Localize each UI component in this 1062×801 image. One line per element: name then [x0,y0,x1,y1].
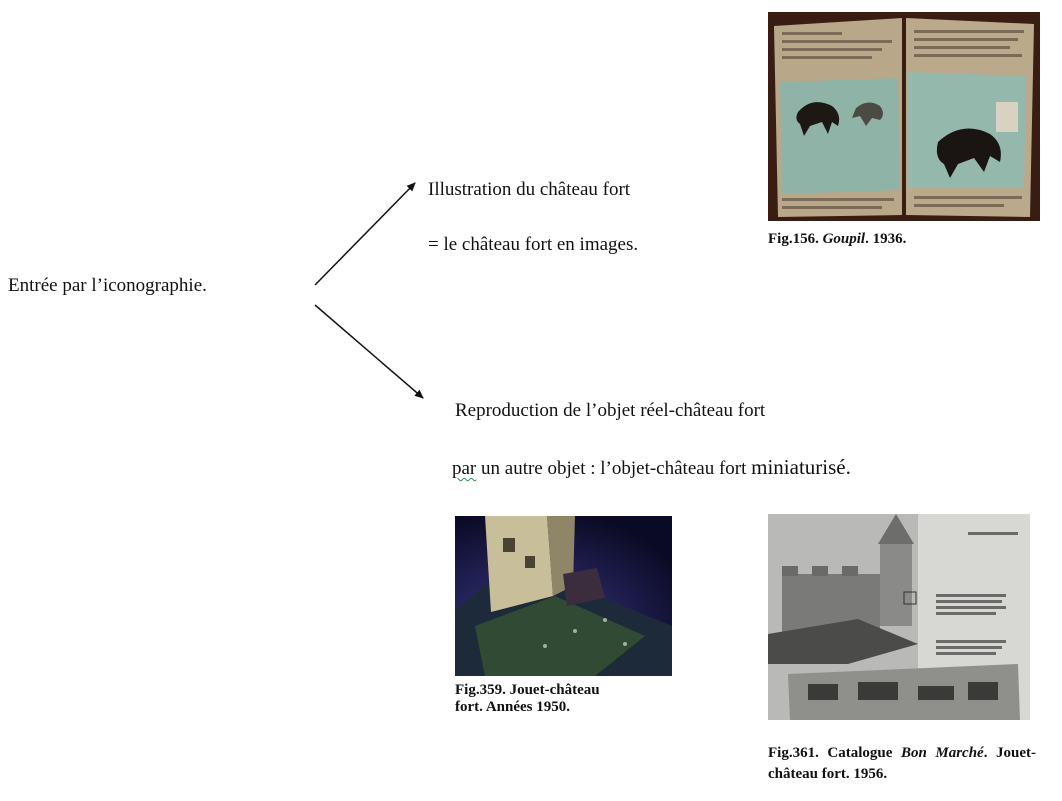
fig361-caption-title: Bon Marché [900,745,984,761]
fig359-caption-line1: Fig.359. Jouet-château [455,682,600,698]
reproduction-line2-text: un autre objet : l’objet-château fort [476,458,752,479]
spellcheck-underlined-word: par [452,458,477,479]
illustration-branch-line1: Illustration du château fort [428,179,631,200]
reproduction-branch-line1: Reproduction de l’objet réel-château for… [455,400,766,421]
illustration-branch-line2: = le château fort en images. [428,234,639,255]
toy-castle-photo [455,516,672,676]
fig156-caption-year: . 1936. [865,231,907,247]
root-node-label: Entrée par l’iconographie. [8,275,207,296]
reproduction-line2-end: miniaturisé. [751,455,851,479]
fig359-caption-line2: fort. Années 1950. [455,699,570,715]
fig156-caption: Fig.156. Goupil. 1936. [768,231,906,248]
arrow-to-reproduction [314,304,424,399]
fig156-caption-number: Fig.156. [768,231,823,247]
fig361-caption-number: Fig.361. Catalogue [768,745,901,761]
fig156-caption-title: Goupil [822,231,866,247]
fig361-caption-rest: . Jouet-château fort. 1956. [768,745,1037,782]
catalogue-photo [768,514,1030,720]
fig361-caption: Fig.361. Catalogue Bon Marché. Jouet-châ… [768,743,1036,785]
reproduction-branch-line2: par un autre objet : l’objet-château for… [452,455,851,480]
arrow-to-illustration [314,182,416,286]
book-illustration-photo [768,12,1040,221]
